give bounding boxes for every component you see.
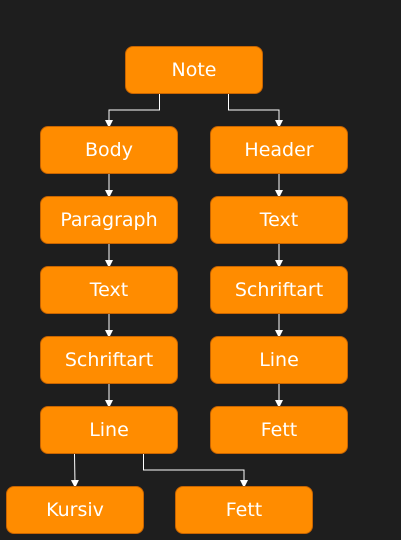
node-note: Note	[125, 46, 263, 94]
edge-note-to-body	[105, 94, 160, 128]
edge-line-left-to-kursiv	[70, 453, 79, 488]
edge-line-left-to-fett-bottom	[143, 454, 248, 488]
node-text-left: Text	[40, 266, 178, 314]
edge-group	[70, 94, 283, 488]
node-fett-right: Fett	[210, 406, 348, 454]
node-line-left: Line	[40, 406, 178, 454]
node-schriftart-right: Schriftart	[210, 266, 348, 314]
node-header: Header	[210, 126, 348, 174]
edge-note-to-header	[228, 94, 283, 128]
node-kursiv: Kursiv	[6, 486, 144, 534]
node-fett-bottom: Fett	[175, 486, 313, 534]
node-paragraph: Paragraph	[40, 196, 178, 244]
node-schriftart-left: Schriftart	[40, 336, 178, 384]
node-line-right: Line	[210, 336, 348, 384]
node-body: Body	[40, 126, 178, 174]
node-text-right: Text	[210, 196, 348, 244]
